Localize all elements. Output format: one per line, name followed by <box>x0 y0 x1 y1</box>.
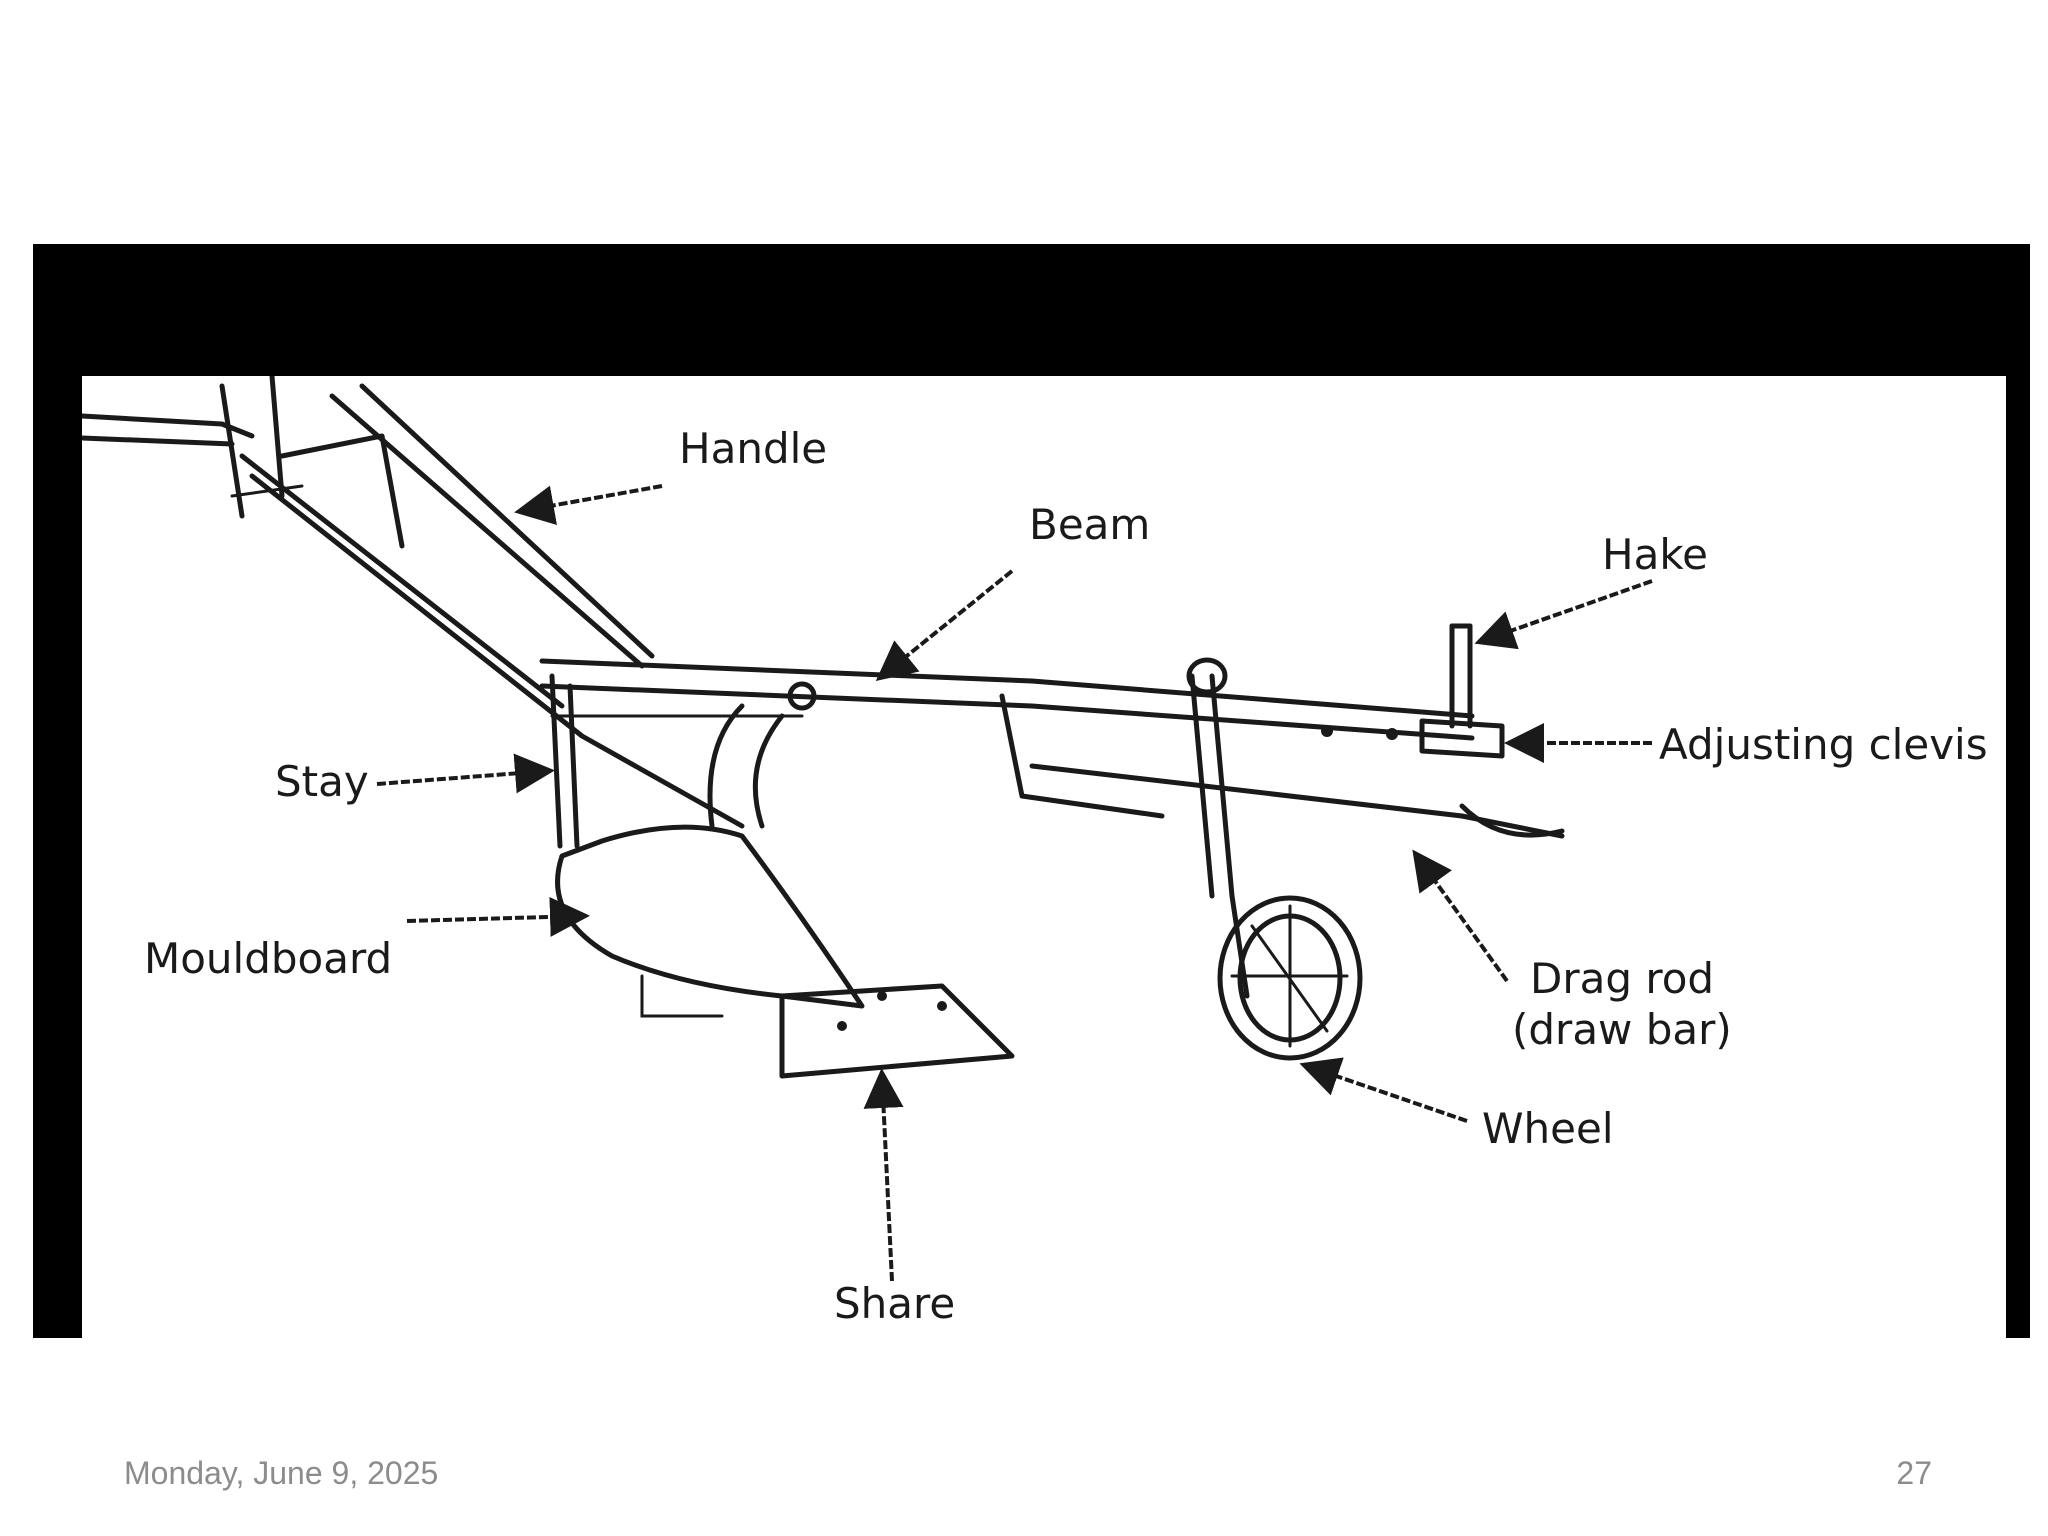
share-part <box>779 983 1015 1079</box>
label-hake: Hake <box>1602 530 1708 579</box>
label-handle: Handle <box>679 424 827 473</box>
drag-rod-part <box>1029 763 1565 839</box>
label-adjusting-clevis: Adjusting clevis <box>1659 720 1988 769</box>
mouldboard-part <box>555 824 865 1018</box>
stay-part <box>549 673 785 849</box>
label-share: Share <box>834 1279 955 1328</box>
slide-number: 27 <box>1896 1455 1932 1491</box>
label-mouldboard: Mouldboard <box>144 934 392 983</box>
hake-leader <box>1474 579 1653 650</box>
footer-date: Monday, June 9, 2025 <box>124 1455 439 1491</box>
wheel-leader <box>1299 1057 1468 1123</box>
hake-part <box>1449 623 1473 729</box>
label-wheel: Wheel <box>1482 1104 1614 1153</box>
drag-rod-leader <box>1412 849 1509 983</box>
handle-leader <box>514 484 663 526</box>
mouldboard-leader <box>406 896 590 937</box>
share-leader <box>863 1068 904 1282</box>
figure-frame: Handle Beam Hake Adjusting clevis Stay M… <box>33 244 2030 1338</box>
stay-leader <box>376 753 555 794</box>
label-beam: Beam <box>1029 500 1150 549</box>
adjusting-clevis-part <box>1321 718 1505 759</box>
label-stay: Stay <box>275 757 369 806</box>
handle-part <box>82 376 745 829</box>
label-drag-rod: Drag rod <box>1530 954 1714 1003</box>
beam-leader <box>875 569 1014 682</box>
label-drag-rod-sub: (draw bar) <box>1512 1005 1732 1054</box>
plough-diagram: Handle Beam Hake Adjusting clevis Stay M… <box>82 376 2006 1338</box>
wheel-part <box>1186 657 1363 1061</box>
plough-drawing: Handle Beam Hake Adjusting clevis Stay M… <box>82 376 1988 1328</box>
